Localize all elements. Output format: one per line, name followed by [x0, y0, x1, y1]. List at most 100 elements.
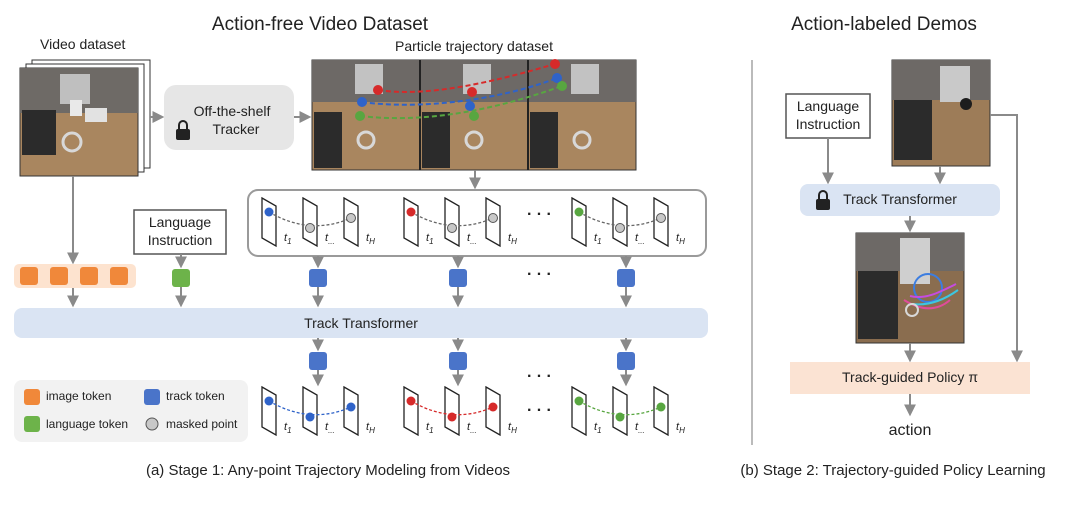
video-dataset-label: Video dataset: [40, 36, 126, 52]
track-frame: [612, 385, 628, 437]
frame-time-label: t1: [594, 421, 602, 436]
output-track-token: [617, 352, 635, 370]
video-dataset-stack: [19, 59, 151, 177]
stage2-demo-image: [891, 59, 991, 167]
frame-time-label: t1: [284, 421, 292, 436]
particle-frames: [311, 59, 637, 171]
track-frame: [571, 196, 587, 248]
legend-language-token: language token: [46, 417, 129, 431]
trajectory-path: [578, 211, 662, 227]
stage2-title: Action-labeled Demos: [791, 14, 977, 35]
track-point: [447, 412, 457, 422]
frame-time-label: tH: [676, 232, 685, 247]
track-frame: [571, 385, 587, 437]
ellipsis-tokens: · · ·: [527, 266, 552, 283]
stage1-title: Action-free Video Dataset: [211, 14, 429, 35]
image-token: [110, 267, 128, 285]
image-token-band: [14, 264, 136, 288]
masked-point: [615, 223, 625, 233]
frame-time-label: t1: [594, 232, 602, 247]
stage2-language-line1: Language: [796, 98, 860, 114]
frame-time-label: t1: [426, 421, 434, 436]
track-frame: [444, 196, 460, 248]
stage2-policy-label: Track-guided Policy π: [842, 369, 978, 385]
ellipsis-bottom: · · ·: [527, 402, 552, 419]
masked-point: [488, 213, 498, 223]
trajectory-path: [268, 400, 352, 416]
stage2-track-transformer-box: [800, 184, 1000, 216]
tracker-box: [164, 85, 294, 150]
arrow-s2-bypass: [990, 114, 1023, 363]
track-point: [574, 396, 584, 406]
stage2-caption: (b) Stage 2: Trajectory-guided Policy Le…: [740, 462, 1046, 479]
masked-point: [447, 223, 457, 233]
legend-image-token-swatch: [24, 389, 40, 405]
masked-point: [305, 223, 315, 233]
masked-point: [656, 213, 666, 223]
frame-time-label: t...: [467, 421, 477, 436]
track-frame: [261, 196, 277, 248]
frame-time-label: tH: [676, 421, 685, 436]
track-point: [406, 207, 416, 217]
track-frame: [302, 196, 318, 248]
frame-time-label: t...: [325, 232, 335, 247]
image-token: [50, 267, 68, 285]
trajectory-path: [268, 211, 352, 227]
stage2-policy-box: [790, 362, 1030, 394]
track-point: [656, 402, 666, 412]
frame-time-label: tH: [508, 421, 517, 436]
ellipsis-bottom-tokens: · · ·: [527, 368, 552, 385]
frame-time-label: tH: [366, 232, 375, 247]
frame-time-label: tH: [508, 232, 517, 247]
legend-masked-point: masked point: [166, 417, 238, 431]
frame-time-label: t...: [467, 232, 477, 247]
trajectory-path: [578, 400, 662, 416]
stage1-caption: (a) Stage 1: Any-point Trajectory Modeli…: [145, 462, 511, 479]
ellipsis-top: · · ·: [527, 206, 552, 223]
track-point: [264, 207, 274, 217]
track-frame: [444, 385, 460, 437]
trajectory-path: [410, 211, 494, 227]
track-point: [264, 396, 274, 406]
output-track-token: [309, 352, 327, 370]
track-frame: [612, 196, 628, 248]
stage2-track-transformer-label: Track Transformer: [843, 191, 957, 207]
masked-point: [346, 213, 356, 223]
stage2-language-line2: Instruction: [795, 116, 861, 132]
track-frame: [302, 385, 318, 437]
track-frame: [403, 385, 419, 437]
input-tracks-container: [247, 189, 707, 257]
output-track-tokens: [309, 338, 635, 387]
track-point: [305, 412, 315, 422]
output-track-token: [449, 352, 467, 370]
track-transformer-label: Track Transformer: [304, 315, 418, 331]
track-frame: [403, 196, 419, 248]
track-point: [488, 402, 498, 412]
trajectory-path: [410, 400, 494, 416]
frame-time-label: t...: [635, 232, 645, 247]
language-token: [172, 269, 190, 287]
image-token: [80, 267, 98, 285]
input-track-tokens: [309, 256, 635, 308]
stage2-lock-icon: [816, 190, 830, 210]
track-token: [449, 269, 467, 287]
image-token: [20, 267, 38, 285]
frame-time-label: tH: [366, 421, 375, 436]
track-token: [617, 269, 635, 287]
language-instruction-box: [133, 209, 227, 255]
legend-track-token-swatch: [144, 389, 160, 405]
track-point: [346, 402, 356, 412]
legend-image-token: image token: [46, 389, 112, 403]
track-transformer-bar: [14, 308, 708, 338]
frame-time-label: t...: [325, 421, 335, 436]
track-frame: [261, 385, 277, 437]
output-track-frames: [261, 385, 669, 437]
legend-masked-point-swatch: [145, 417, 159, 431]
frame-time-label: t1: [284, 232, 292, 247]
frame-time-label: t...: [635, 421, 645, 436]
legend-language-token-swatch: [24, 416, 40, 432]
tracker-label-line2: Tracker: [212, 121, 260, 137]
stage2-action-label: action: [888, 422, 932, 439]
